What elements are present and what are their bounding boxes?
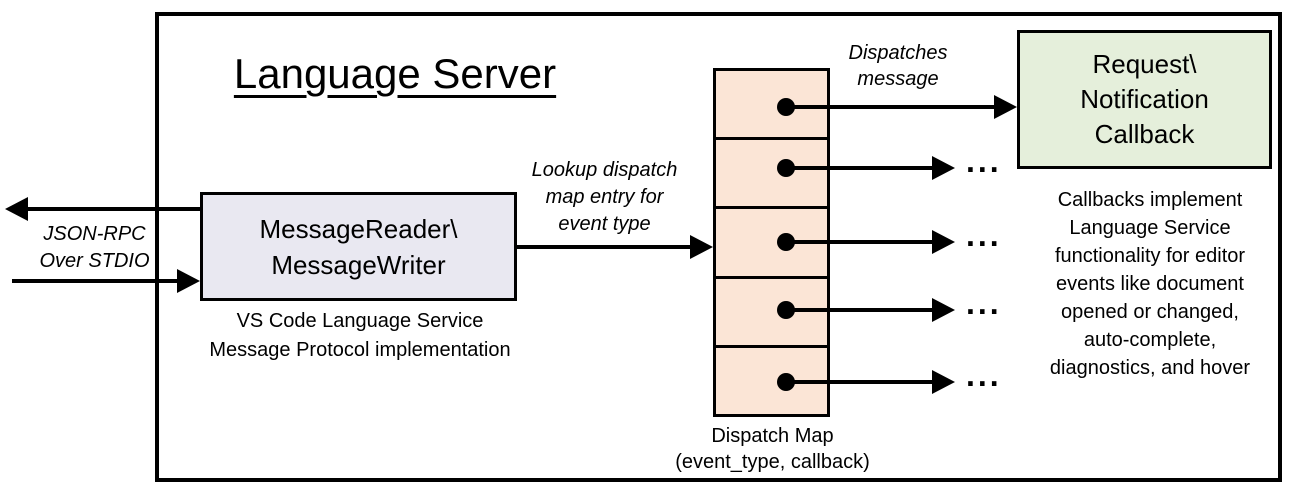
ellipsis-row-2: ...	[966, 143, 1002, 179]
message-reader-writer-box: MessageReader\ MessageWriter	[200, 192, 517, 301]
dispatch-map-cell-4	[716, 279, 827, 348]
lookup-dispatch-label: Lookup dispatch map entry for event type	[531, 159, 678, 235]
reader-caption: VS Code Language Service Message Protoco…	[209, 310, 511, 361]
ellipsis-row-5: ...	[966, 357, 1002, 393]
callbacks-caption: Callbacks implement Language Service fun…	[1049, 189, 1251, 379]
dispatches-message-label: Dispatches message	[848, 42, 948, 90]
dispatch-map-cell-1	[716, 71, 827, 141]
json-rpc-label: JSON-RPC Over STDIO	[39, 223, 150, 272]
language-server-outer-box	[155, 12, 1282, 482]
dispatch-map	[713, 68, 830, 417]
dispatch-map-cell-5	[716, 348, 827, 414]
request-notification-callback-box: Request\ Notification Callback	[1017, 30, 1272, 169]
ellipsis-row-4: ...	[966, 285, 1002, 321]
dispatch-map-cell-3	[716, 209, 827, 279]
dispatch-map-cell-2	[716, 140, 827, 210]
dispatch-map-caption: Dispatch Map (event_type, callback)	[675, 425, 870, 473]
ellipsis-row-3: ...	[966, 217, 1002, 253]
page-title: Language Server	[233, 50, 557, 97]
